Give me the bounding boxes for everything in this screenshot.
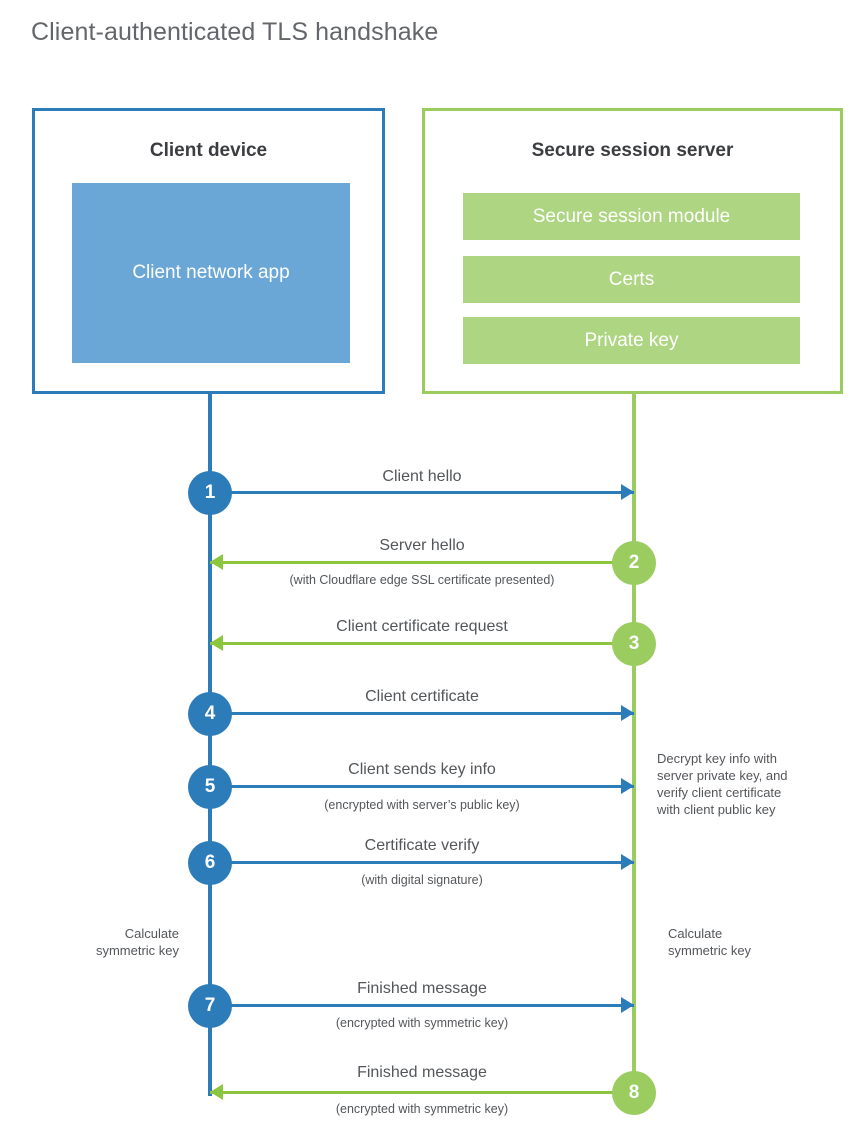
step-3-arrow-line [210,642,634,645]
step-badge-7: 7 [188,984,232,1028]
server-calculate-note-line-1: Calculate [668,926,723,941]
client-lifeline [208,394,212,1096]
step-5-arrow-head-icon [621,778,634,794]
client-calculate-note-line-2: symmetric key [95,943,179,958]
step-2-sub-label: (with Cloudflare edge SSL certificate pr… [289,573,555,587]
server-decrypt-note: Decrypt key info with server private key… [657,750,847,818]
step-4-arrow-head-icon [621,705,634,721]
step-badge-8: 8 [612,1071,656,1115]
client-calculate-note-line-1: Calculate [124,926,179,941]
step-badge-6: 6 [188,841,232,885]
client-calculate-symmetric-key-note: Calculate symmetric key [30,925,179,959]
server-decrypt-note-line-2: server private key, and [657,768,788,783]
step-5-label: Client sends key info [348,761,496,778]
step-8-sub-label: (encrypted with symmetric key) [335,1102,509,1116]
step-8-label: Finished message [357,1064,487,1081]
step-badge-1: 1 [188,471,232,515]
server-module-secure-session-module: Secure session module [463,193,800,240]
step-8-arrow-line [210,1091,634,1094]
step-5-sub-label: (encrypted with server’s public key) [324,798,520,812]
server-decrypt-note-line-3: verify client certificate [657,785,782,800]
step-3-arrow-head-icon [210,635,223,651]
step-6-sub-label: (with digital signature) [361,873,483,887]
step-2-arrow-head-icon [210,554,223,570]
step-6-arrow-line [210,861,634,864]
server-calculate-note-line-2: symmetric key [668,943,752,958]
server-decrypt-note-line-4: with client public key [657,802,776,817]
server-module-certs: Certs [463,256,800,303]
page-title: Client-authenticated TLS handshake [31,18,439,46]
step-8-arrow-head-icon [210,1084,223,1100]
step-7-arrow-line [210,1004,634,1007]
step-badge-3: 3 [612,622,656,666]
server-lifeline [632,394,636,1092]
server-calculate-symmetric-key-note: Calculate symmetric key [668,925,828,959]
step-7-sub-label: (encrypted with symmetric key) [335,1016,509,1030]
client-device-title: Client device [149,140,268,161]
step-4-arrow-line [210,712,634,715]
step-1-arrow-line [210,491,634,494]
step-2-label: Server hello [379,537,465,554]
step-badge-5: 5 [188,765,232,809]
step-7-label: Finished message [357,980,487,997]
step-badge-4: 4 [188,692,232,736]
step-6-arrow-head-icon [621,854,634,870]
step-6-label: Certificate verify [364,837,480,854]
step-7-arrow-head-icon [621,997,634,1013]
step-4-label: Client certificate [365,688,479,705]
client-device-box: Client device Client network app [32,108,385,394]
step-2-arrow-line [210,561,634,564]
step-5-arrow-line [210,785,634,788]
server-module-private-key: Private key [463,317,800,364]
step-1-arrow-head-icon [621,484,634,500]
step-3-label: Client certificate request [336,618,508,635]
server-decrypt-note-line-1: Decrypt key info with [657,751,777,766]
step-badge-2: 2 [612,541,656,585]
client-network-app-block: Client network app [72,183,350,363]
secure-session-server-title: Secure session server [531,140,734,161]
secure-session-server-box: Secure session server Secure session mod… [422,108,843,394]
step-1-label: Client hello [382,468,462,485]
